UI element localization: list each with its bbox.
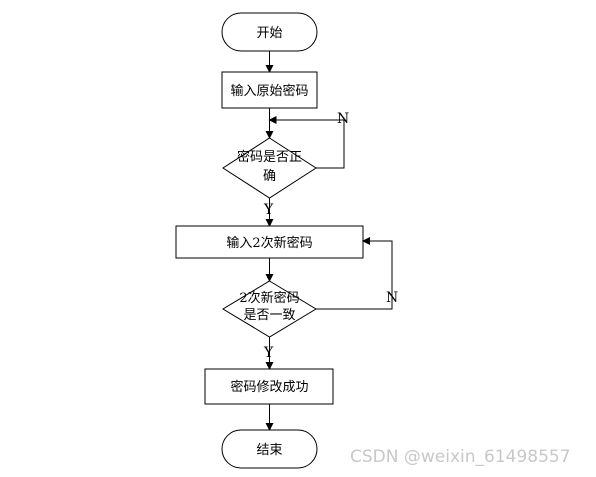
end-label: 结束	[256, 443, 282, 458]
check-password-decision	[222, 137, 317, 199]
check-match-line2: 是否一致	[243, 308, 295, 323]
input-new-password-label: 输入2次新密码	[226, 235, 312, 251]
no-label-2: N	[386, 290, 398, 306]
end-terminal	[221, 429, 318, 469]
yes-label-1: Y	[263, 202, 274, 218]
input-new-password-box	[175, 225, 364, 259]
input-old-password-box	[221, 71, 318, 109]
no-label-1: N	[337, 111, 349, 127]
csdn-watermark: CSDN @weixin_61498557	[350, 447, 571, 467]
loop-no-1	[268, 116, 345, 169]
loop-no-2	[316, 237, 393, 310]
success-box	[204, 368, 334, 405]
check-password-line1: 密码是否正	[237, 149, 302, 165]
check-match-line1: 2次新密码	[239, 290, 299, 306]
input-old-password-label: 输入原始密码	[230, 83, 308, 99]
yes-label-2: Y	[263, 345, 274, 361]
success-label: 密码修改成功	[230, 379, 308, 395]
check-password-line2: 确	[263, 169, 276, 184]
start-label: 开始	[256, 26, 282, 41]
